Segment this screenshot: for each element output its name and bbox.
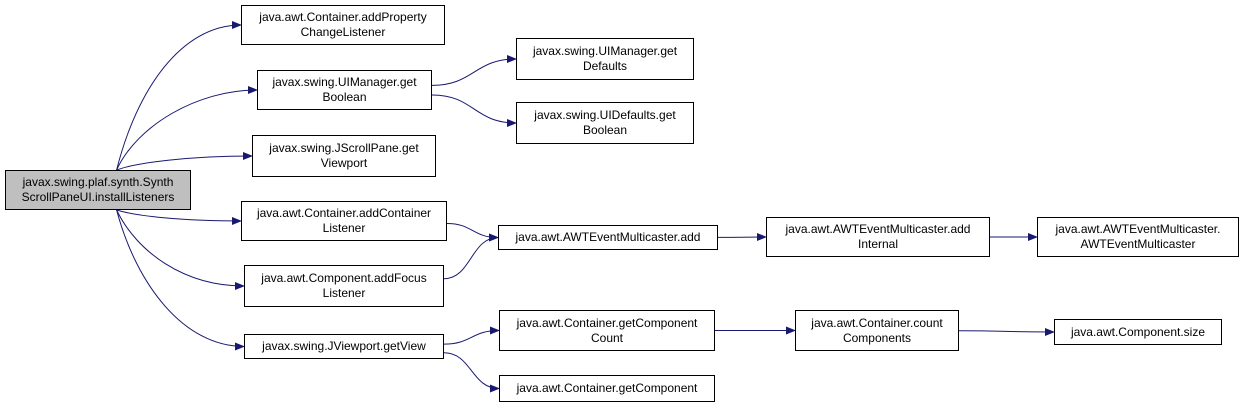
edge-root-to-n1 (116, 21, 242, 171)
edge-root-to-n5 (116, 209, 245, 290)
node-uimanager-getdefaults[interactable]: javax.swing.UIManager.get Defaults (516, 38, 694, 80)
node-component-size[interactable]: java.awt.Component.size (1054, 319, 1222, 345)
node-container-getcomponent[interactable]: java.awt.Container.getComponent (499, 375, 715, 402)
edge-root-to-n2 (116, 86, 258, 171)
edge-root-to-n3 (116, 152, 253, 171)
node-container-addpropertychangelistener[interactable]: java.awt.Container.addProperty ChangeLis… (241, 5, 445, 45)
node-uidefaults-getboolean[interactable]: javax.swing.UIDefaults.get Boolean (516, 102, 694, 144)
node-synth-scrollpaneui-installlisteners[interactable]: javax.swing.plaf.synth.Synth ScrollPaneU… (5, 170, 191, 210)
edge-n2-to-n8 (431, 94, 517, 127)
edge-n4-to-n9 (446, 222, 499, 242)
node-component-addfocuslistener[interactable]: java.awt.Component.addFocus Listener (244, 265, 444, 307)
edge-root-to-n4 (116, 209, 242, 225)
node-container-addcontainerlistener[interactable]: java.awt.Container.addContainer Listener (241, 201, 447, 241)
node-awteventmulticaster-add[interactable]: java.awt.AWTEventMulticaster.add (498, 225, 718, 250)
node-awteventmulticaster-constructor[interactable]: java.awt.AWTEventMulticaster. AWTEventMu… (1037, 217, 1239, 257)
edge-n14-to-n15 (958, 327, 1055, 336)
edge-n6-to-n12 (443, 326, 500, 345)
node-uimanager-getboolean[interactable]: javax.swing.UIManager.get Boolean (257, 70, 432, 110)
edge-n6-to-n13 (443, 352, 500, 393)
node-jviewport-getview[interactable]: javax.swing.JViewport.getView (244, 334, 444, 359)
edge-n5-to-n9 (443, 233, 499, 280)
edge-n2-to-n7 (431, 55, 517, 86)
node-container-countcomponents[interactable]: java.awt.Container.count Components (795, 310, 959, 351)
node-container-getcomponentcount[interactable]: java.awt.Container.getComponent Count (499, 310, 715, 351)
node-jscrollpane-getviewport[interactable]: javax.swing.JScrollPane.get Viewport (252, 135, 436, 177)
node-awteventmulticaster-addinternal[interactable]: java.awt.AWTEventMulticaster.add Interna… (766, 217, 990, 257)
edge-root-to-n6 (116, 209, 245, 351)
